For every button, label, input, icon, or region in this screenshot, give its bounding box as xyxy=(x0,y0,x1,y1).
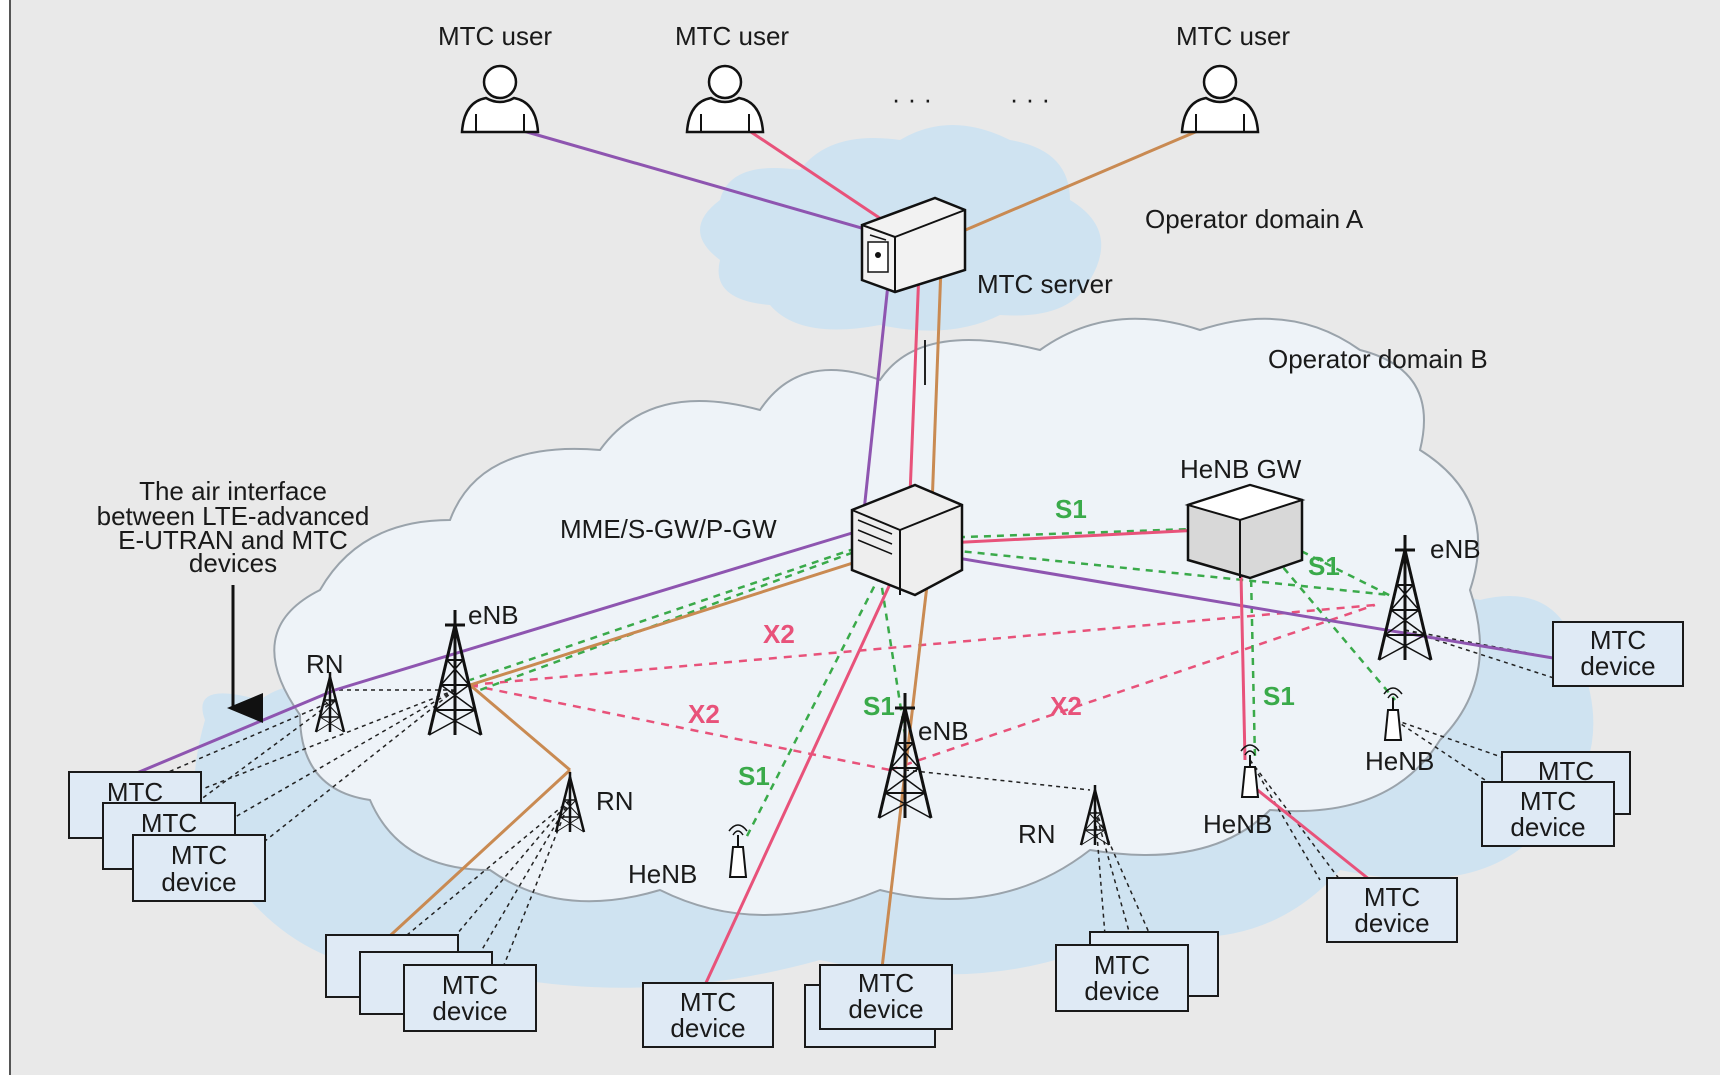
mtc-device-group-bottom-left: MTC device xyxy=(325,934,537,1032)
henb-gateway xyxy=(1184,483,1306,580)
mtc-device-right-henb: MTC device xyxy=(1326,877,1458,943)
svg-text:MTC: MTC xyxy=(171,840,227,870)
s1-label: S1 xyxy=(738,761,770,791)
x2-label: X2 xyxy=(763,619,795,649)
svg-text:between LTE-advanced: between LTE-advanced xyxy=(97,501,370,531)
mtc-user-3: MTC user xyxy=(1176,21,1290,134)
enb-label: eNB xyxy=(468,600,519,630)
mtc-device: MTC device xyxy=(1481,781,1615,847)
svg-text:device: device xyxy=(432,996,507,1026)
operator-domain-a-label: Operator domain A xyxy=(1145,204,1364,234)
mtc-device-group-left: MTC MTC MTC device xyxy=(68,771,266,902)
x2-label: X2 xyxy=(688,699,720,729)
mtc-user-1: MTC user xyxy=(438,21,552,134)
mtc-user-label: MTC user xyxy=(675,21,789,51)
air-interface-links xyxy=(149,629,1566,976)
svg-text:MTC: MTC xyxy=(1364,882,1420,912)
mme-sgw-pgw xyxy=(850,483,964,597)
svg-text:E-UTRAN and MTC: E-UTRAN and MTC xyxy=(118,525,348,555)
mtc-device: MTC device xyxy=(1055,944,1189,1012)
mtc-device-group-bottom-right: MTC device xyxy=(1055,931,1219,1012)
svg-text:device: device xyxy=(848,994,923,1024)
enb-label: eNB xyxy=(1430,534,1481,564)
s1-label: S1 xyxy=(1263,681,1295,711)
rn-label: RN xyxy=(596,786,634,816)
rn-label: RN xyxy=(306,649,344,679)
core-label: MME/S-GW/P-GW xyxy=(560,514,777,544)
mtc-device: MTC device xyxy=(403,964,537,1032)
mtc-device: MTC device xyxy=(132,834,266,902)
enb-label: eNB xyxy=(918,716,969,746)
svg-text:The air interface: The air interface xyxy=(139,476,327,506)
rn-label: RN xyxy=(1018,819,1056,849)
mtc-server-label: MTC server xyxy=(977,269,1113,299)
mtc-device-far-right: MTC device xyxy=(1552,621,1684,687)
x2-links xyxy=(469,603,1376,772)
ellipsis: · · · xyxy=(1010,84,1050,114)
mtc-device: MTC device xyxy=(819,964,953,1030)
x2-label: X2 xyxy=(1050,691,1082,721)
henb-label: HeNB xyxy=(1365,746,1434,776)
svg-text:device: device xyxy=(1354,908,1429,938)
mtc-user-label: MTC user xyxy=(1176,21,1290,51)
mtc-user-label: MTC user xyxy=(438,21,552,51)
mtc-server xyxy=(860,196,967,294)
s1-label: S1 xyxy=(863,691,895,721)
henb-label: HeNB xyxy=(628,859,697,889)
operator-domain-b-cloud xyxy=(273,317,1481,916)
svg-text:device: device xyxy=(1510,812,1585,842)
svg-text:MTC: MTC xyxy=(442,970,498,1000)
s1-label: S1 xyxy=(1055,494,1087,524)
purple-links xyxy=(119,128,1566,782)
svg-text:devices: devices xyxy=(189,548,277,578)
svg-text:MTC: MTC xyxy=(680,987,736,1017)
mtc-user-2: MTC user xyxy=(675,21,789,134)
henb-label: HeNB xyxy=(1203,809,1272,839)
operator-domain-b-label: Operator domain B xyxy=(1268,344,1488,374)
svg-text:device: device xyxy=(161,867,236,897)
svg-text:MTC: MTC xyxy=(141,808,197,838)
mtc-device-group-right: MTC MTC device xyxy=(1481,751,1631,847)
svg-text:MTC: MTC xyxy=(1520,786,1576,816)
mtc-device-bottom-center-left: MTC device xyxy=(642,982,774,1048)
ellipsis: · · · xyxy=(892,84,932,114)
henb-gw-label: HeNB GW xyxy=(1180,454,1302,484)
svg-text:MTC: MTC xyxy=(1094,950,1150,980)
svg-text:device: device xyxy=(1084,976,1159,1006)
air-interface-note: The air interface between LTE-advanced E… xyxy=(97,476,370,723)
s1-label: S1 xyxy=(1308,551,1340,581)
svg-text:device: device xyxy=(1580,651,1655,681)
svg-text:device: device xyxy=(670,1013,745,1043)
svg-text:MTC: MTC xyxy=(858,968,914,998)
mtc-device-group-bottom-center: MTC device xyxy=(804,964,953,1048)
svg-text:MTC: MTC xyxy=(1590,625,1646,655)
